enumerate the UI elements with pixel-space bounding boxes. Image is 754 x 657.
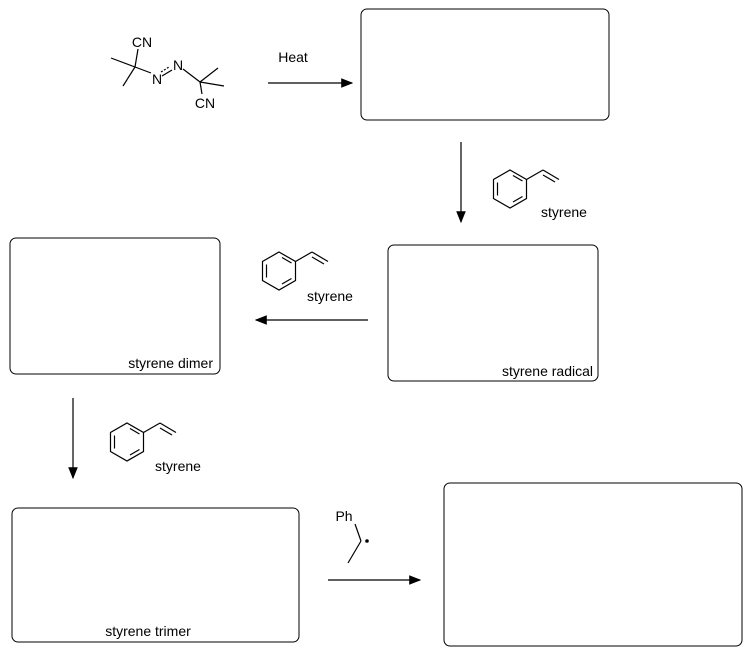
styrene-trimer-label: styrene trimer xyxy=(105,623,191,639)
answer-box-termination-product[interactable] xyxy=(443,482,743,647)
n-label-1: N xyxy=(152,71,162,87)
heat-label: Heat xyxy=(278,49,308,65)
aibn-structure: CN N N CN xyxy=(110,34,225,111)
n-label-2: N xyxy=(173,57,183,73)
styrene-structure-2 xyxy=(261,251,329,291)
styrene-structure-1 xyxy=(492,169,560,209)
styrene-label-2: styrene xyxy=(307,288,353,304)
styrene-label-1: styrene xyxy=(541,204,587,220)
answer-box-styrene-radical[interactable] xyxy=(387,244,599,382)
styrene-label-3: styrene xyxy=(155,458,201,474)
ph-label: Ph xyxy=(335,508,352,524)
cn-label-top: CN xyxy=(132,34,152,50)
styrene-structure-3 xyxy=(109,422,177,462)
cn-label-bottom: CN xyxy=(195,95,215,111)
styrene-dimer-label: styrene dimer xyxy=(128,355,213,371)
styrene-radical-label: styrene radical xyxy=(502,363,593,379)
answer-box-initiator-radical[interactable] xyxy=(360,8,610,121)
answer-box-styrene-dimer[interactable] xyxy=(9,237,221,375)
answer-box-styrene-trimer[interactable] xyxy=(11,507,300,643)
phenylethyl-radical-structure: Ph xyxy=(335,508,369,564)
